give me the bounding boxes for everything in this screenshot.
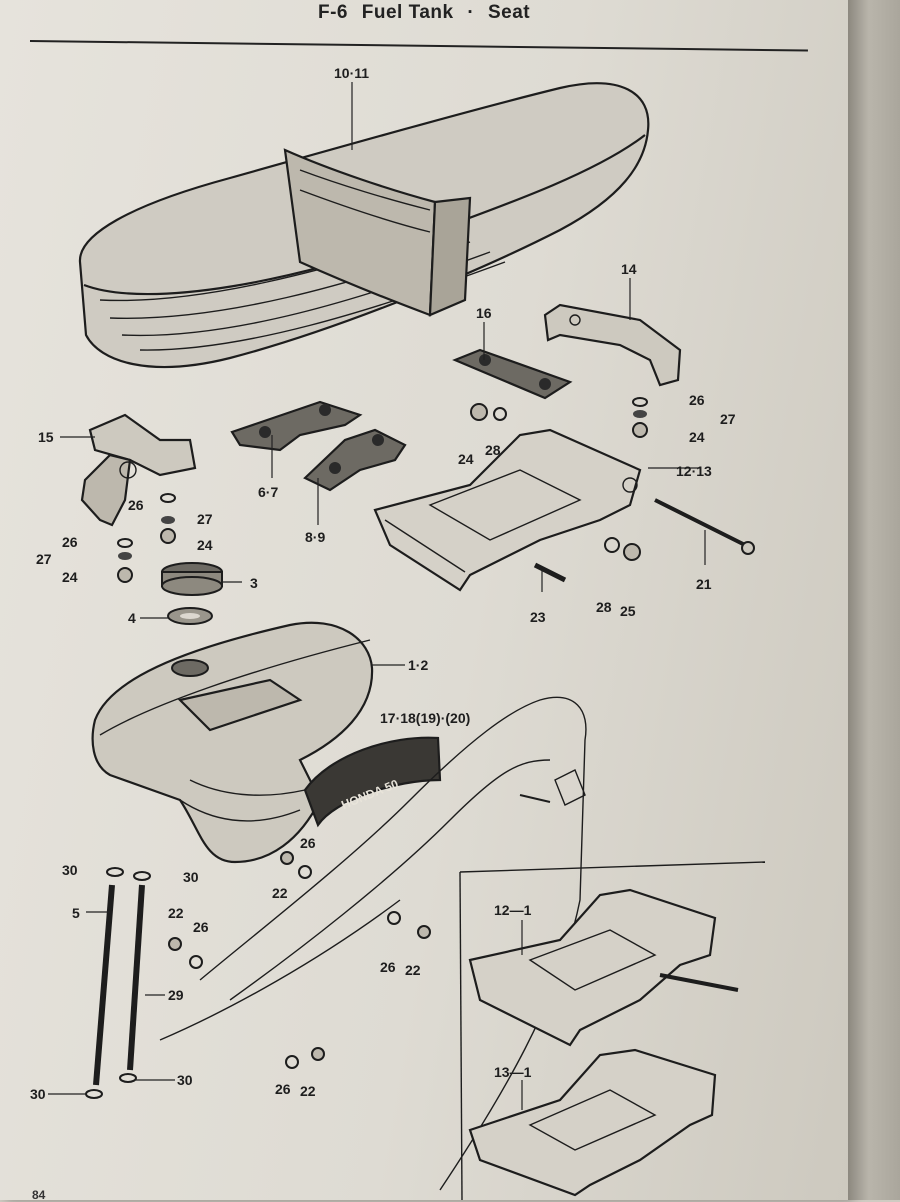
callout-26h: 26 <box>275 1081 291 1097</box>
callout-3: 3 <box>250 575 258 591</box>
callout-16: 16 <box>476 305 492 321</box>
callout-24a: 24 <box>197 537 213 553</box>
callout-6-7: 6·7 <box>258 484 278 500</box>
callout-29: 29 <box>168 987 184 1003</box>
page-header: F-6 Fuel Tank · Seat <box>318 2 538 24</box>
callout-24c: 24 <box>689 429 705 445</box>
callout-22d: 22 <box>300 1083 316 1099</box>
seat-carrier-12-13 <box>373 428 642 592</box>
section-code: F-6 <box>318 2 348 23</box>
header-separator: · <box>467 2 475 23</box>
callout-14: 14 <box>621 261 637 277</box>
callout-26g: 26 <box>380 959 396 975</box>
tube-clips-30 <box>85 867 151 1099</box>
emblem-17-18: HONDA 50 <box>303 736 442 828</box>
callout-30b: 30 <box>183 869 199 885</box>
inset-box <box>459 861 766 1200</box>
page-number: 84 <box>32 1188 46 1202</box>
callout-21: 21 <box>696 576 712 592</box>
bolt-21 <box>654 498 755 555</box>
gasket-4 <box>167 607 213 625</box>
callout-27c: 27 <box>36 551 52 567</box>
callout-10-11: 10·11 <box>334 65 369 81</box>
fuel-cap-3 <box>161 562 223 596</box>
bracket-14 <box>543 303 682 387</box>
callout-26b: 26 <box>689 392 705 408</box>
callout-labels: 10·11 14 16 15 6·7 8·9 26 27 24 24 28 12… <box>30 65 736 1102</box>
leader-lines <box>48 82 706 1110</box>
plate-16 <box>452 348 573 400</box>
seat-illustration <box>78 82 650 369</box>
callout-12-13: 12·13 <box>676 463 712 479</box>
frame-section <box>159 696 587 1191</box>
callout-12-1: 12—1 <box>494 902 532 918</box>
callout-22b: 22 <box>168 905 184 921</box>
callout-28a: 28 <box>485 442 501 458</box>
callout-28b: 28 <box>596 599 612 615</box>
callout-23: 23 <box>530 609 546 625</box>
callout-17-20: 17·18(19)·(20) <box>380 710 470 726</box>
callout-26c: 26 <box>62 534 78 550</box>
callout-22a: 22 <box>272 885 288 901</box>
callout-30c: 30 <box>177 1072 193 1088</box>
carrier-13-1 <box>468 1048 717 1197</box>
fuel-tank-1-2 <box>91 621 374 864</box>
callout-26e: 26 <box>300 835 316 851</box>
fuel-tube-29 <box>127 884 145 1071</box>
callout-26f: 26 <box>193 919 209 935</box>
adjacent-page-edge <box>848 0 900 1200</box>
callout-8-9: 8·9 <box>305 529 325 545</box>
callout-4: 4 <box>128 610 136 626</box>
callout-24d: 24 <box>62 569 78 585</box>
fuel-tube-5 <box>93 884 115 1086</box>
plate-8-9 <box>303 428 407 492</box>
callout-26a: 26 <box>128 497 144 513</box>
callout-24b: 24 <box>458 451 474 467</box>
callout-15: 15 <box>38 429 54 445</box>
header-title-part1: Fuel Tank <box>361 2 454 23</box>
carrier-12-1 <box>468 888 739 1047</box>
plate-6-7 <box>230 400 363 452</box>
bolts-22-washers-26 <box>168 851 431 1069</box>
callout-30a: 30 <box>62 862 78 878</box>
callout-5: 5 <box>72 905 80 921</box>
callout-27a: 27 <box>197 511 213 527</box>
header-title-part2: Seat <box>487 2 531 23</box>
callout-30d: 30 <box>30 1086 46 1102</box>
callout-22c: 22 <box>405 962 421 978</box>
callout-27b: 27 <box>720 411 736 427</box>
callout-1-2: 1·2 <box>408 657 428 673</box>
callout-25: 25 <box>620 603 636 619</box>
callout-13-1: 13—1 <box>494 1064 532 1080</box>
small-hardware <box>117 397 648 583</box>
hinge-15 <box>80 413 197 527</box>
